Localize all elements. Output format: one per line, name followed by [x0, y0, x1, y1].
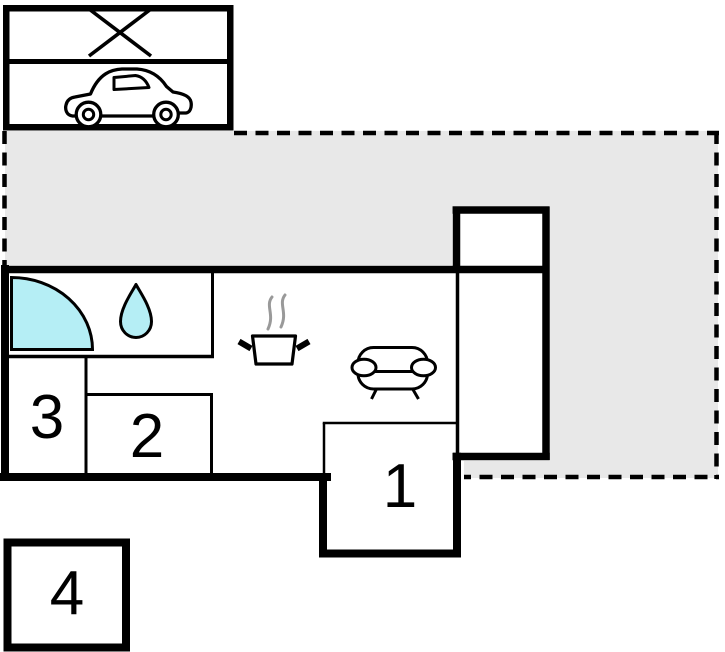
sofa-icon [350, 346, 437, 400]
x-mark-stroke [87, 7, 153, 58]
water-drop-icon [119, 283, 153, 339]
right-room-fill [452, 206, 550, 461]
room-3-label: 3 [29, 383, 65, 452]
room-4-label: 4 [49, 559, 85, 628]
kitchen-icons [237, 293, 311, 366]
car-icon [64, 67, 193, 129]
room-4-box [3, 538, 130, 652]
bathroom-icons [10, 275, 153, 351]
x-mark-icon [87, 7, 153, 58]
walls [0, 206, 550, 558]
car-wheel-right [152, 100, 180, 129]
car-wheel-left [74, 100, 103, 129]
car-hub-right [159, 107, 173, 122]
pot-handle-left [237, 338, 253, 352]
pot-handle-right [295, 338, 311, 352]
carport-legend [3, 5, 234, 131]
sofa-armrest-right [410, 357, 437, 378]
steam-icon [266, 295, 274, 331]
shower-icon [10, 275, 95, 351]
car-hub-left [81, 107, 96, 122]
room-1-label: 1 [382, 452, 418, 521]
car-body [64, 67, 193, 118]
steam-icon [279, 293, 287, 329]
room-2-label: 2 [129, 402, 165, 471]
car-window [112, 74, 151, 91]
room-1-fill [319, 420, 464, 558]
sofa-armrest-left [350, 357, 378, 378]
cooking-pot-icon [250, 334, 298, 366]
